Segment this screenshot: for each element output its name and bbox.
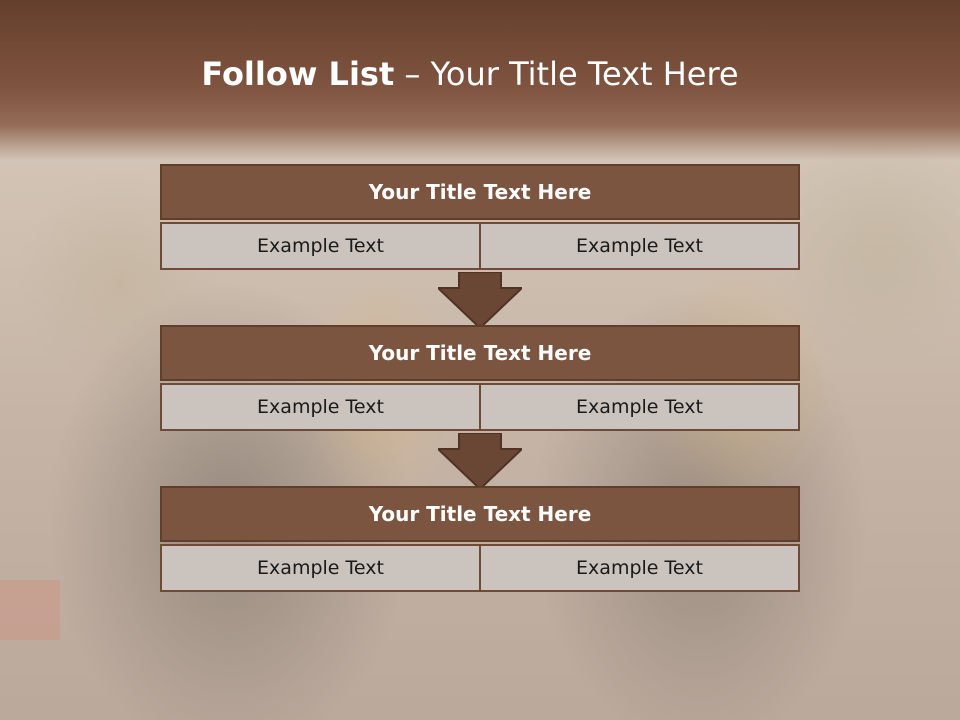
list-block-2: Your Title Text Here Example Text Exampl…: [160, 325, 800, 431]
block-cell-left: Example Text: [160, 383, 481, 431]
block-row: Example Text Example Text: [160, 544, 800, 592]
block-cell-right: Example Text: [481, 383, 800, 431]
block-row: Example Text Example Text: [160, 222, 800, 270]
block-cell-left: Example Text: [160, 544, 481, 592]
slide-title-rest: – Your Title Text Here: [404, 55, 739, 93]
list-block-1: Your Title Text Here Example Text Exampl…: [160, 164, 800, 270]
block-heading: Your Title Text Here: [160, 486, 800, 542]
slide-title-bold: Follow List: [201, 55, 395, 93]
down-arrow-icon: [438, 433, 522, 489]
block-heading: Your Title Text Here: [160, 164, 800, 220]
down-arrow-icon: [438, 272, 522, 328]
block-row: Example Text Example Text: [160, 383, 800, 431]
block-cell-right: Example Text: [481, 544, 800, 592]
block-heading: Your Title Text Here: [160, 325, 800, 381]
header-band: [0, 0, 960, 160]
background-decoration: [0, 580, 60, 640]
block-cell-left: Example Text: [160, 222, 481, 270]
list-block-3: Your Title Text Here Example Text Exampl…: [160, 486, 800, 592]
block-cell-right: Example Text: [481, 222, 800, 270]
slide-title: Follow List – Your Title Text Here: [0, 55, 940, 93]
